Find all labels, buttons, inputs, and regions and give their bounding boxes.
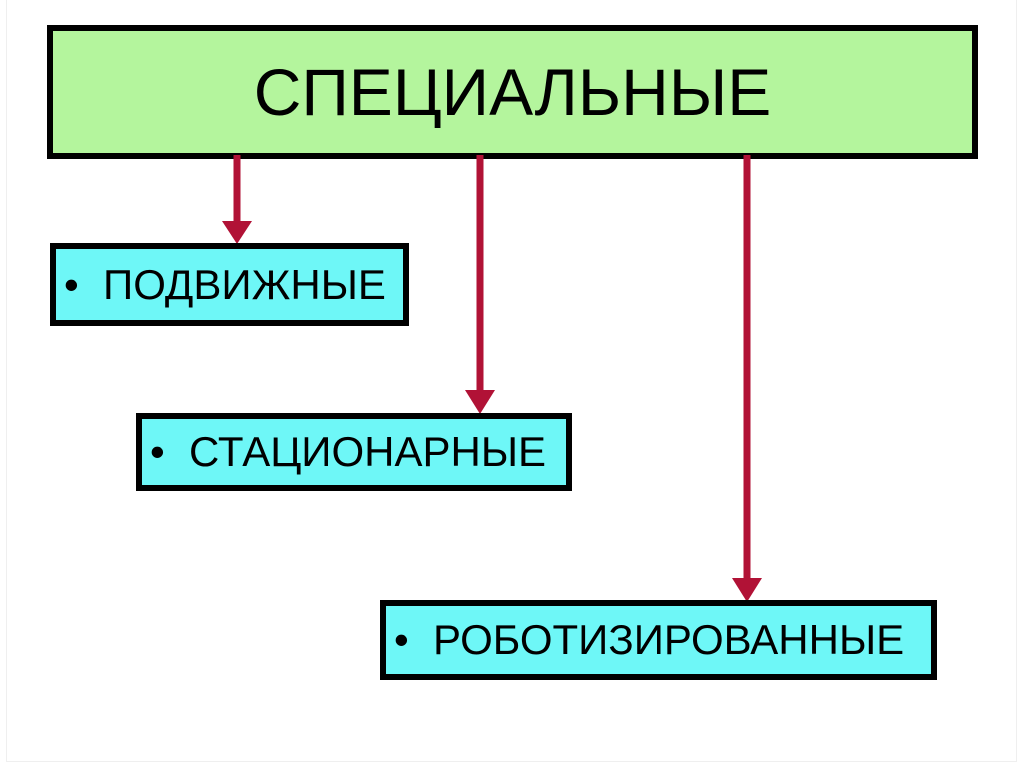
title-label: СПЕЦИАЛЬНЫЕ <box>253 55 772 129</box>
item-label-podvizhnye: ПОДВИЖНЫЕ <box>103 260 386 308</box>
item-label-stacionarnye: СТАЦИОНАРНЫЕ <box>189 428 547 475</box>
bullet-icon: • <box>394 616 409 663</box>
item-box-robotizirovannye: • РОБОТИЗИРОВАННЫЕ <box>380 600 937 680</box>
bullet-icon: • <box>64 260 79 308</box>
item-label-robotizirovannye: РОБОТИЗИРОВАННЫЕ <box>433 616 905 663</box>
item-box-stacionarnye: • СТАЦИОНАРНЫЕ <box>136 413 572 491</box>
title-box: СПЕЦИАЛЬНЫЕ <box>47 25 978 159</box>
bullet-icon: • <box>150 428 165 475</box>
slide-frame <box>6 0 1017 762</box>
item-box-podvizhnye: • ПОДВИЖНЫЕ <box>50 243 409 326</box>
